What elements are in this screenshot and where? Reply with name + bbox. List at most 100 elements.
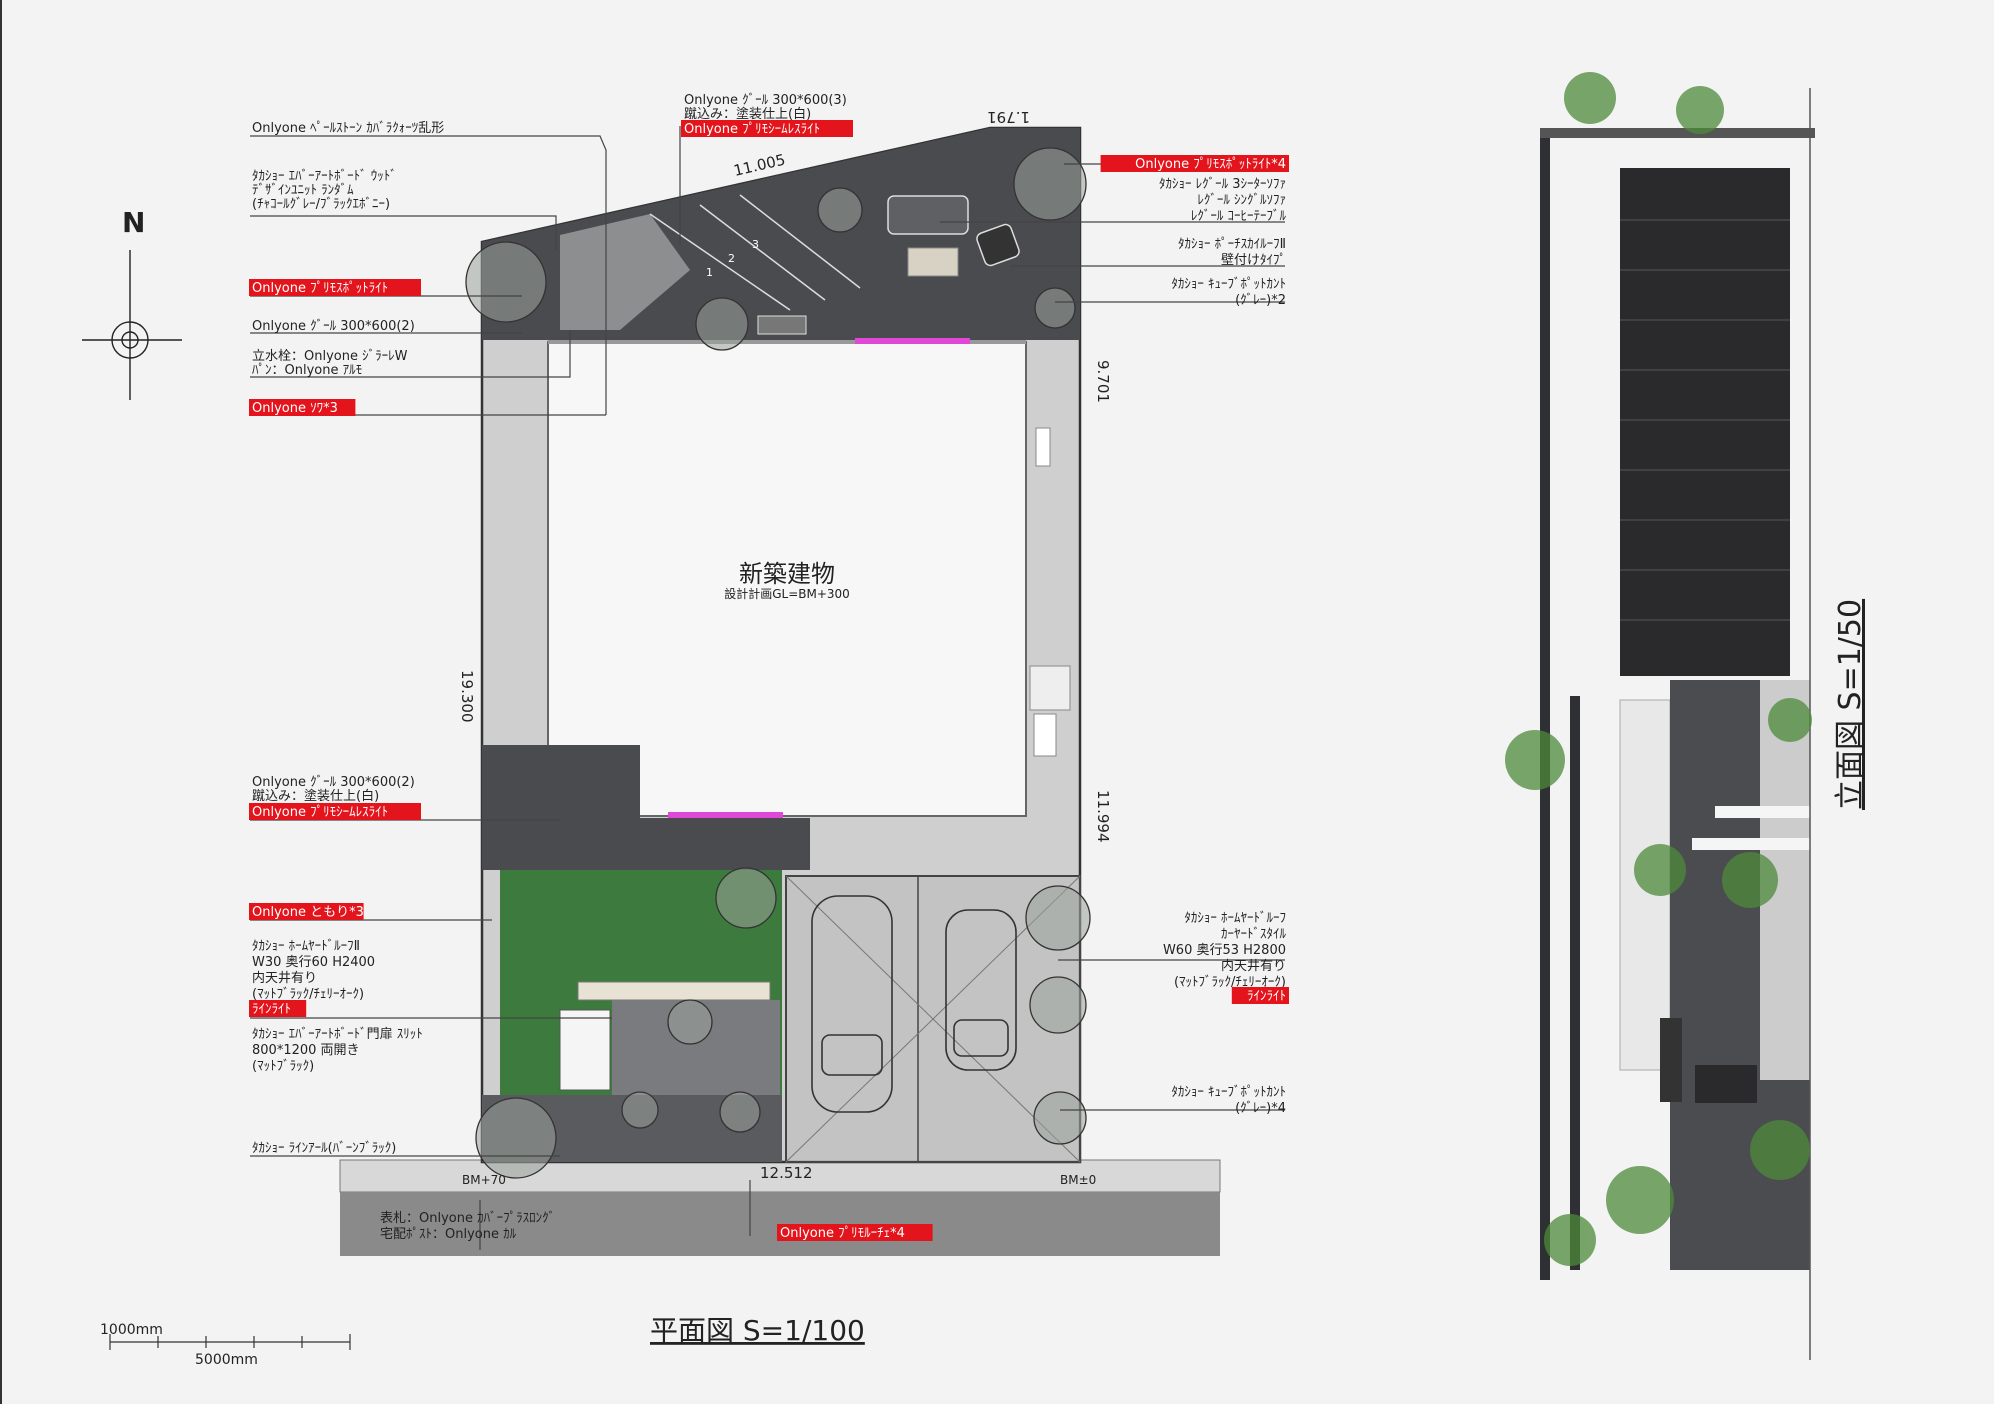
- lbl-left-item: Onlyone ｿﾜ*3: [252, 401, 338, 416]
- north-arrow-icon: [82, 250, 182, 400]
- mailbox: [1695, 1065, 1757, 1103]
- lbl-right-item: ﾚｸﾞｰﾙ ｼﾝｸﾞﾙｿﾌｧ: [1197, 193, 1286, 208]
- lbl-right-item: 壁付けﾀｲﾌﾟ: [1221, 253, 1286, 268]
- red-label-bg: [1100, 155, 1289, 172]
- building-accent-top: [855, 338, 970, 344]
- sofa-icon: [887, 195, 969, 235]
- step-1: 1: [706, 266, 713, 279]
- lbl-right-item: ﾚｸﾞｰﾙ ｺｰﾋｰﾃｰﾌﾞﾙ: [1191, 209, 1287, 224]
- lbl-left-item: (ﾏｯﾄﾌﾞﾗｯｸ/ﾁｪﾘｰｵｰｸ): [252, 987, 364, 1002]
- nameplate: [1660, 1018, 1682, 1102]
- lbl-right-item: 内天井有り: [1221, 958, 1286, 974]
- dim-right-upper: 9.701: [1094, 360, 1112, 403]
- labels-left: Onlyone ﾍﾟｰﾙｽﾄｰﾝ ｶﾊﾞﾗｸｫｰﾂ乱形 ﾀｶｼｮｰ ｴﾊﾞｰｱｰﾄ…: [249, 121, 444, 1156]
- lbl-bottom-item: 宅配ﾎﾟｽﾄ：Onlyone ｶﾙ: [380, 1227, 517, 1242]
- lbl-left-item: Onlyone ﾌﾟﾘﾓｼｰﾑﾚｽﾗｲﾄ: [252, 805, 388, 820]
- lbl-left-item: W30 奥行60 H2400: [252, 955, 375, 970]
- elevation-view: 立面図 S=1/50: [1505, 72, 1868, 1360]
- lbl-left-item: Onlyone ｸﾞｰﾙ 300*600(2): [252, 775, 415, 790]
- bm-right: BM±0: [1060, 1173, 1096, 1187]
- lbl-left-item: Onlyone ﾍﾟｰﾙｽﾄｰﾝ ｶﾊﾞﾗｸｫｰﾂ乱形: [252, 121, 444, 136]
- site-plan: 1 2 3 新築建物 設計計画GL=BM+300: [82, 108, 1221, 1368]
- lbl-left-item: ﾊﾟﾝ：Onlyone ｱﾙﾓ: [252, 363, 362, 378]
- lbl-left-item: 内天井有り: [252, 970, 317, 986]
- lbl-right-item: ﾀｶｼｮｰ ﾎﾟｰﾁｽｶｲﾙｰﾌⅡ: [1178, 237, 1286, 252]
- lbl-right-item: Onlyone ﾌﾟﾘﾓｽﾎﾟｯﾄﾗｲﾄ*4: [1135, 157, 1286, 172]
- lbl-top-item: Onlyone ﾌﾟﾘﾓｼｰﾑﾚｽﾗｲﾄ: [684, 122, 820, 137]
- accent-band-1: [1715, 806, 1810, 818]
- gate-area: [559, 1009, 611, 1091]
- side-unit-3: [1033, 713, 1057, 757]
- lbl-right-item: (ﾏｯﾄﾌﾞﾗｯｸ/ﾁｪﾘｰｵｰｸ): [1174, 975, 1286, 990]
- side-unit-1: [1035, 427, 1051, 467]
- building-sub: 設計計画GL=BM+300: [724, 586, 850, 601]
- lbl-top-item: Onlyone ｸﾞｰﾙ 300*600(3): [684, 93, 847, 108]
- carport-post: [1570, 696, 1580, 1270]
- red-label-bg: [249, 1000, 307, 1017]
- lbl-right-item: ﾀｶｼｮｰ ﾎｰﾑﾔｰﾄﾞﾙｰﾌ: [1184, 911, 1286, 926]
- lbl-left-item: Onlyone ﾌﾟﾘﾓｽﾎﾟｯﾄﾗｲﾄ: [252, 281, 388, 296]
- stone-paving: [560, 214, 690, 330]
- lbl-left-item: ﾗｲﾝﾗｲﾄ: [252, 1002, 291, 1017]
- armchair-icon: [976, 223, 1020, 267]
- scale-5000: 5000mm: [195, 1352, 258, 1368]
- lbl-right-item: W60 奥行53 H2800: [1163, 943, 1286, 958]
- lbl-left-item: 蹴込み：塗装仕上(白): [252, 788, 379, 804]
- lbl-left-item: ﾃﾞｻﾞｲﾝﾕﾆｯﾄ ﾗﾝﾀﾞﾑ: [252, 183, 354, 198]
- accent-band-2: [1692, 838, 1810, 850]
- red-label-bg: [249, 399, 356, 416]
- fence-slats: [1620, 219, 1790, 621]
- dim-top-right: 1.791: [987, 108, 1030, 126]
- lbl-left-item: ﾀｶｼｮｰ ﾗｲﾝｱｰﾙ(ﾊﾞｰﾝﾌﾞﾗｯｸ): [252, 1141, 396, 1156]
- lbl-left-item: 800*1200 両開き: [252, 1043, 360, 1058]
- red-label-bg: [1231, 987, 1289, 1004]
- labels-top: Onlyone ｸﾞｰﾙ 300*600(3)蹴込み：塗装仕上(白)Onlyon…: [681, 93, 853, 137]
- scale-bar: [109, 1334, 351, 1350]
- elevation-title: 立面図 S=1/50: [1833, 599, 1868, 810]
- lbl-left-item: Onlyone ともり*3: [252, 905, 364, 920]
- lbl-left-item: 立水栓：Onlyone ｼﾞﾗｰﾚW: [252, 349, 408, 364]
- red-label-bg: [249, 803, 421, 820]
- red-label-bg: [777, 1224, 933, 1241]
- lbl-left-item: Onlyone ｸﾞｰﾙ 300*600(2): [252, 319, 415, 334]
- step-2: 2: [728, 252, 735, 265]
- dim-left: 19.300: [458, 670, 476, 723]
- paving-dark-left: [482, 745, 810, 870]
- coffee-table-icon: [907, 247, 959, 277]
- lbl-left-item: (ﾁｬｺｰﾙｸﾞﾚｰ/ﾌﾞﾗｯｸｴﾎﾞﾆｰ): [252, 197, 390, 212]
- lbl-right-item: ﾀｶｼｮｰ ｷｭｰﾌﾞﾎﾟｯﾄｶﾝﾄ: [1171, 1085, 1286, 1100]
- step-3: 3: [752, 238, 759, 251]
- car-symbol-icon: [811, 895, 1017, 1113]
- lbl-right-item: (ｸﾞﾚｰ)*2: [1235, 293, 1286, 308]
- lbl-right-item: ｶｰﾔｰﾄﾞｽﾀｲﾙ: [1221, 927, 1287, 942]
- elevation-frame-left: [1540, 130, 1550, 1280]
- dim-bottom: 12.512: [760, 1164, 813, 1182]
- lbl-left-item: ﾀｶｼｮｰ ｴﾊﾞｰｱｰﾄﾎﾞｰﾄﾞ門扉 ｽﾘｯﾄ: [252, 1026, 423, 1042]
- plant-foliage: [1505, 72, 1812, 1266]
- lbl-left-item: ﾀｶｼｮｰ ﾎｰﾑﾔｰﾄﾞﾙｰﾌⅡ: [252, 939, 360, 954]
- patio-steps: [649, 194, 861, 311]
- lbl-right-item: ﾀｶｼｮｰ ｷｭｰﾌﾞﾎﾟｯﾄｶﾝﾄ: [1171, 277, 1286, 292]
- bm-left: BM+70: [462, 1173, 506, 1187]
- red-label-bg: [681, 120, 853, 137]
- building-accent-bottom: [668, 812, 783, 818]
- lbl-right-item: (ｸﾞﾚｰ)*4: [1235, 1101, 1286, 1116]
- red-label-bg: [249, 903, 364, 920]
- plan-title: 平面図 S=1/100: [650, 1314, 865, 1347]
- lbl-bottom-item: 表札：Onlyone ｶﾊﾞｰﾌﾟﾗｽﾛﾝｸﾞ: [380, 1211, 555, 1226]
- planter-box: [757, 315, 807, 335]
- deck-bench: [577, 981, 771, 1001]
- lbl-left-item: ﾀｶｼｮｰ ｴﾊﾞｰｱｰﾄﾎﾞｰﾄﾞ ｳｯﾄﾞ: [252, 169, 397, 184]
- lbl-left-item: (ﾏｯﾄﾌﾞﾗｯｸ): [252, 1059, 314, 1074]
- lbl-right-item: ﾀｶｼｮｰ ﾚｸﾞｰﾙ 3ｼｰﾀｰｿﾌｧ: [1159, 177, 1286, 192]
- red-label-bg: [249, 279, 421, 296]
- scale-1000: 1000mm: [100, 1322, 163, 1338]
- lbl-top-item: 蹴込み：塗装仕上(白): [684, 106, 811, 122]
- lbl-bottom-item: Onlyone ﾌﾟﾘﾓﾙｰﾁｪ*4: [780, 1226, 905, 1241]
- side-unit-2: [1029, 665, 1071, 711]
- roof-top: [1540, 128, 1815, 138]
- north-label: N: [122, 206, 145, 239]
- fence-slat-panel: [1620, 168, 1790, 676]
